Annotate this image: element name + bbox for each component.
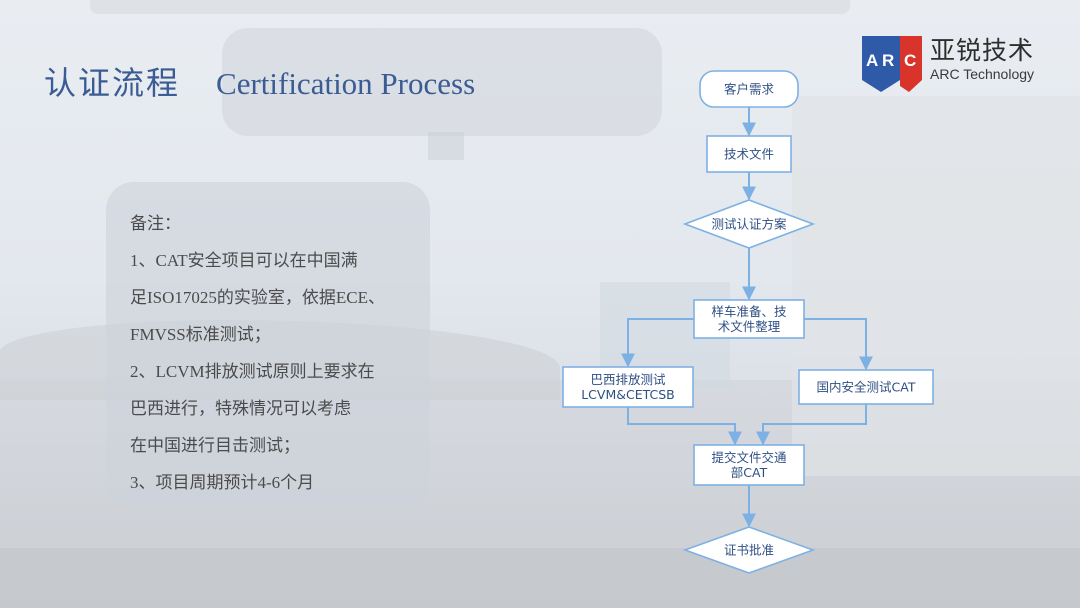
notes-line: 巴西进行，特殊情况可以考虑: [130, 399, 351, 418]
notes-line: 3、项目周期预计4-6个月: [130, 473, 315, 492]
notes-line: 在中国进行目击测试；: [130, 436, 300, 455]
flow-node-plan: 测试认证方案: [682, 199, 816, 249]
flow-node-label: 客户需求: [724, 82, 775, 97]
logo-text-en: ARC Technology: [930, 66, 1035, 82]
flow-node-label: 提交文件交通: [711, 450, 787, 465]
flow-node-shape: [562, 366, 694, 408]
svg-text:R: R: [882, 51, 894, 70]
notes-line: FMVSS标准测试；: [130, 325, 271, 344]
notes-panel: 备注： 1、CAT安全项目可以在中国满 足ISO17025的实验室，依据ECE、…: [106, 182, 430, 510]
flow-node-shape: [706, 135, 792, 173]
notes-line: 1、CAT安全项目可以在中国满: [130, 251, 358, 270]
page-title-en: Certification Process: [216, 66, 476, 101]
notes-line: 2、LCVM排放测试原则上要求在: [130, 362, 375, 381]
svg-text:C: C: [904, 51, 916, 70]
bg-truck: [792, 96, 1080, 476]
flow-arrow-domestic-to-submit: [756, 404, 867, 446]
bg-mirror-stem: [428, 132, 464, 160]
flow-node-approve: 证书批准: [682, 526, 816, 574]
flowchart-edges: [621, 107, 873, 528]
bg-top-bar: [90, 0, 850, 14]
flow-node-label: 测试认证方案: [711, 217, 787, 232]
flow-node-label: 证书批准: [724, 543, 774, 558]
flow-node-shape: [699, 70, 799, 108]
flow-node-shape: [693, 444, 805, 486]
company-logo: A R C 亚锐技术 ARC Technology: [862, 36, 1034, 96]
flow-node-shape: [682, 526, 816, 574]
flow-node-label: LCVM&CETCSB: [581, 387, 675, 402]
flowchart-nodes: 客户需求技术文件测试认证方案样车准备、技术文件整理巴西排放测试LCVM&CETC…: [562, 70, 934, 574]
page-title: 认证流程 Certification Process: [44, 58, 475, 104]
flow-arrow-prep-to-brazil: [621, 318, 694, 368]
flow-node-shape: [798, 369, 934, 405]
flow-arrow-prep-to-domestic: [804, 318, 873, 371]
bg-rearview-mirror: [222, 28, 662, 136]
svg-text:A: A: [866, 51, 878, 70]
flow-node-shape: [693, 299, 805, 339]
notes-line: 足ISO17025的实验室，依据ECE、: [130, 288, 385, 307]
flow-node-docs: 技术文件: [706, 135, 792, 173]
flow-node-domestic: 国内安全测试CAT: [798, 369, 934, 405]
flow-node-label: 技术文件: [724, 147, 774, 162]
notes-heading: 备注：: [130, 214, 181, 233]
bg-dashboard: [0, 548, 1080, 608]
flow-arrow-brazil-to-submit: [627, 407, 742, 446]
logo-text-cn: 亚锐技术: [930, 36, 1035, 65]
flow-node-label: 部CAT: [731, 465, 768, 480]
flow-node-client: 客户需求: [699, 70, 799, 108]
flow-node-shape: [682, 199, 816, 249]
arc-logo-icon: A R C: [862, 36, 922, 92]
flow-node-label: 巴西排放测试: [590, 372, 666, 387]
flow-node-label: 样车准备、技: [711, 304, 787, 319]
page-title-cn: 认证流程: [44, 64, 181, 102]
flow-node-label: 国内安全测试CAT: [817, 380, 916, 395]
flow-node-label: 术文件整理: [718, 319, 781, 334]
